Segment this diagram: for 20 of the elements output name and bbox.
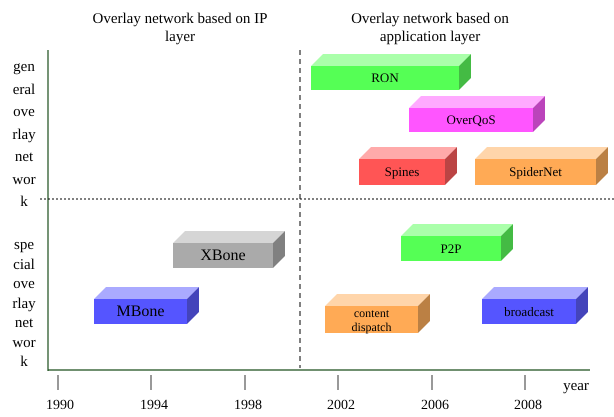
row-heading: spe cial ove rlay net wor k [11, 236, 37, 372]
bar-label: SpiderNet [509, 165, 562, 179]
bar-label: MBone [116, 304, 164, 318]
bar-label: OverQoS [446, 113, 496, 127]
tick-label: 1994 [139, 398, 169, 414]
tick-label: 1998 [233, 398, 263, 414]
bar-label: Spines [384, 165, 420, 179]
tick-label: 1990 [45, 398, 75, 414]
bar-label: broadcast [504, 304, 554, 318]
row-heading: gen eral ove rlay net wor k [11, 58, 37, 212]
bar-label: P2P [440, 242, 462, 256]
bar-label: XBone [200, 248, 246, 262]
bar-label: content dispatch [350, 306, 392, 334]
axis-label: year [562, 378, 590, 394]
column-heading: Overlay network based on application layer [350, 10, 510, 46]
tick-label: 2006 [420, 398, 450, 414]
tick-label: 2008 [513, 398, 543, 414]
bar-label: RON [371, 71, 399, 85]
tick-label: 2002 [326, 398, 356, 414]
column-heading: Overlay network based on IP layer [92, 10, 268, 46]
